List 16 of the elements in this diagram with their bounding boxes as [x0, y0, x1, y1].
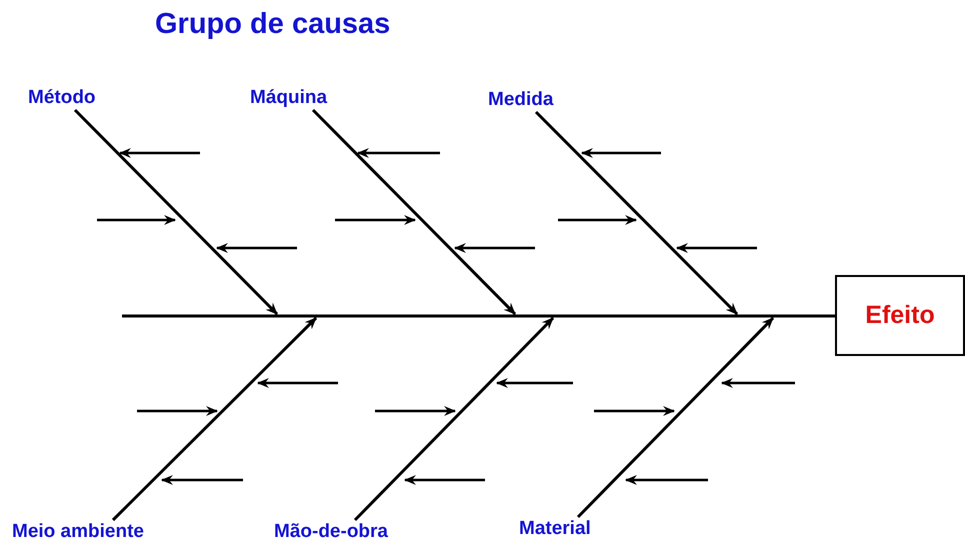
cause-bone-arrow: [534, 110, 738, 316]
cause-bone-arrow: [576, 316, 774, 518]
cause-category-label: Material: [519, 518, 591, 540]
cause-category-label: Método: [28, 87, 96, 109]
cause-category-label: Máquina: [250, 87, 328, 109]
cause-category-label: Mão-de-obra: [274, 521, 388, 543]
cause-category-label: Medida: [488, 89, 554, 111]
cause-bone-arrow: [112, 316, 318, 522]
cause-bone-arrow: [354, 316, 554, 522]
diagram-title: Grupo de causas: [155, 8, 390, 41]
effect-box: [835, 275, 965, 356]
effect-label: Efeito: [865, 301, 935, 330]
spine-line: [122, 314, 835, 318]
cause-bone-arrow: [312, 108, 516, 316]
cause-category-label: Meio ambiente: [12, 521, 144, 543]
cause-bone-arrow: [74, 108, 278, 316]
